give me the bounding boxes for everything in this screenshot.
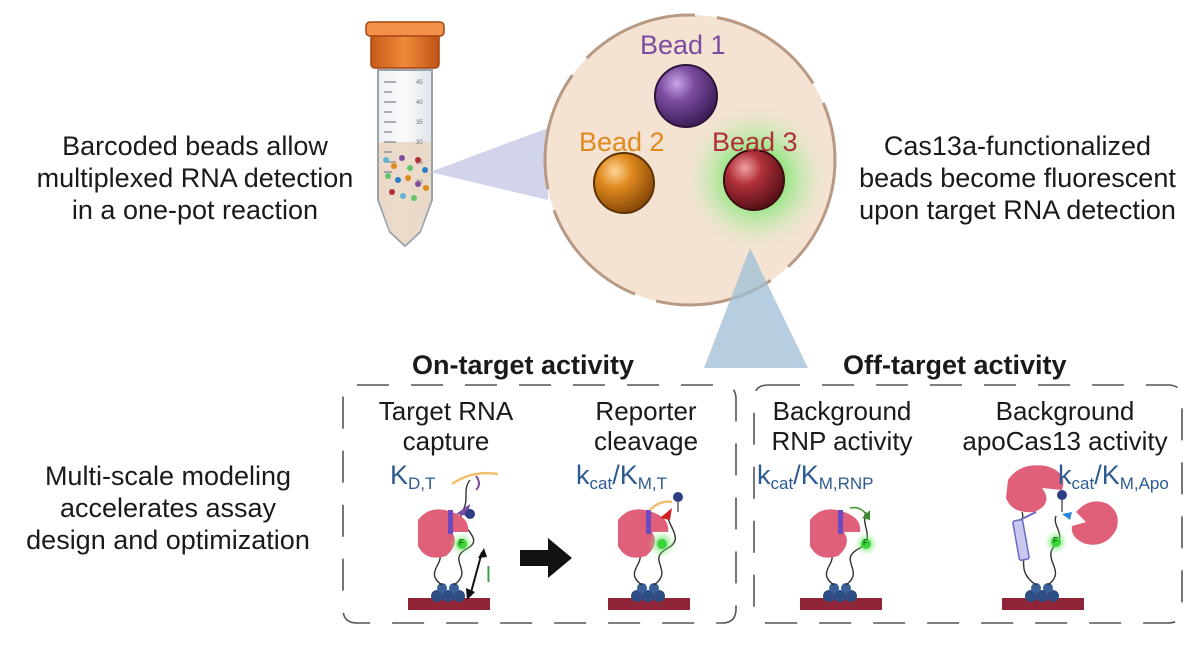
fluorophore-label-2: F: [863, 538, 868, 547]
reporter-cleavage-illustration: [608, 492, 690, 610]
modeling-caption-line-2: accelerates assay: [59, 493, 277, 523]
tube-caption-line-1: Barcoded beads allow: [62, 131, 328, 161]
length-symbol: l: [486, 562, 491, 587]
rate-kcat-rnp-sub1: cat: [770, 474, 794, 493]
bead-3-label: Bead 3: [712, 127, 798, 157]
reporter-cleavage-title: Reporter cleavage: [566, 396, 726, 456]
background-apocas13-title-line-1: Background: [995, 396, 1135, 426]
tube-caption-line-2: multiplexed RNA detection: [36, 163, 354, 193]
bead-3: [723, 149, 785, 211]
rate-kcat-apo-main2: /K: [1094, 460, 1120, 490]
rate-kcat-t-sub1: cat: [589, 474, 613, 493]
rate-kd-target: KD,T: [390, 460, 435, 494]
rate-kd-main: K: [390, 460, 409, 490]
rate-kcat-apo-sub2: M,Apo: [1119, 474, 1169, 493]
background-rnp-illustration: [800, 506, 882, 610]
target-capture-title: Target RNA capture: [356, 396, 536, 456]
zoom-wedge-tube: [430, 128, 548, 200]
off-target-panel: [753, 384, 1183, 624]
target-capture-title-line-2: capture: [402, 426, 490, 456]
background-rnp-title: Background RNP activity: [752, 396, 932, 456]
modeling-caption-line-3: design and optimization: [26, 525, 310, 555]
tube-scale-35: 35: [416, 120, 423, 126]
tube-caption: Barcoded beads allow multiplexed RNA det…: [30, 130, 360, 226]
background-apocas13-illustration: [1002, 465, 1118, 610]
rate-kcat-km-apo: kcat/KM,Apo: [1058, 460, 1169, 494]
background-rnp-title-line-2: RNP activity: [771, 426, 913, 456]
fluorescence-caption-line-3: upon target RNA detection: [859, 195, 1176, 225]
fluorescence-caption-line-2: beads become fluorescent: [859, 163, 1176, 193]
rate-kcat-km-rnp: kcat/KM,RNP: [757, 460, 873, 494]
tube-scale-40: 40: [416, 100, 423, 106]
target-capture-title-line-1: Target RNA: [378, 396, 514, 426]
target-capture-illustration: [408, 471, 499, 610]
fluorescence-caption: Cas13a-functionalized beads become fluor…: [840, 130, 1195, 226]
background-apocas13-title: Background apoCas13 activity: [940, 396, 1190, 456]
bead-2: [593, 152, 655, 214]
reporter-cleavage-title-line-1: Reporter: [595, 396, 697, 426]
modeling-caption: Multi-scale modeling accelerates assay d…: [0, 460, 336, 556]
fluorescence-caption-line-1: Cas13a-functionalized: [883, 131, 1152, 161]
rate-kcat-t-main1: k: [576, 460, 590, 490]
rate-kcat-t-sub2: M,T: [637, 474, 667, 493]
rate-kcat-apo-main1: k: [1058, 460, 1072, 490]
background-rnp-title-line-1: Background: [772, 396, 912, 426]
rate-kcat-rnp-sub2: M,RNP: [818, 474, 874, 493]
zoom-wedge-bead: [704, 248, 808, 368]
bead-zoom-circle: [543, 13, 837, 307]
background-apocas13-title-line-2: apoCas13 activity: [962, 426, 1168, 456]
tube-caption-line-3: in a one-pot reaction: [71, 195, 319, 225]
rate-kcat-rnp-main2: /K: [793, 460, 819, 490]
bead-2-label: Bead 2: [579, 127, 665, 157]
right-arrow-icon: [520, 538, 572, 578]
rate-kcat-km-target: kcat/KM,T: [576, 460, 667, 494]
bead-1: [654, 64, 718, 128]
tube-scale-45: 45: [416, 80, 423, 86]
reporter-cleavage-title-line-2: cleavage: [593, 426, 699, 456]
tube-scale-30: 30: [416, 140, 423, 146]
tube-beads-icon: [383, 155, 429, 201]
bead-1-label: Bead 1: [640, 30, 726, 60]
fluorophore-label-3: F: [1053, 536, 1058, 545]
rate-kcat-apo-sub1: cat: [1071, 474, 1095, 493]
on-target-title: On-target activity: [412, 350, 635, 380]
rate-kd-sub: D,T: [408, 474, 436, 493]
off-target-title: Off-target activity: [843, 350, 1067, 380]
tube-scale-25: 25: [416, 160, 423, 166]
rate-kcat-t-main2: /K: [612, 460, 638, 490]
rate-kcat-rnp-main1: k: [757, 460, 771, 490]
modeling-caption-line-1: Multi-scale modeling: [44, 461, 292, 491]
on-target-panel: [342, 384, 737, 624]
conical-tube-icon: 45 40 35 30 25 20: [365, 21, 445, 248]
fluorophore-label-1: F: [459, 538, 464, 547]
